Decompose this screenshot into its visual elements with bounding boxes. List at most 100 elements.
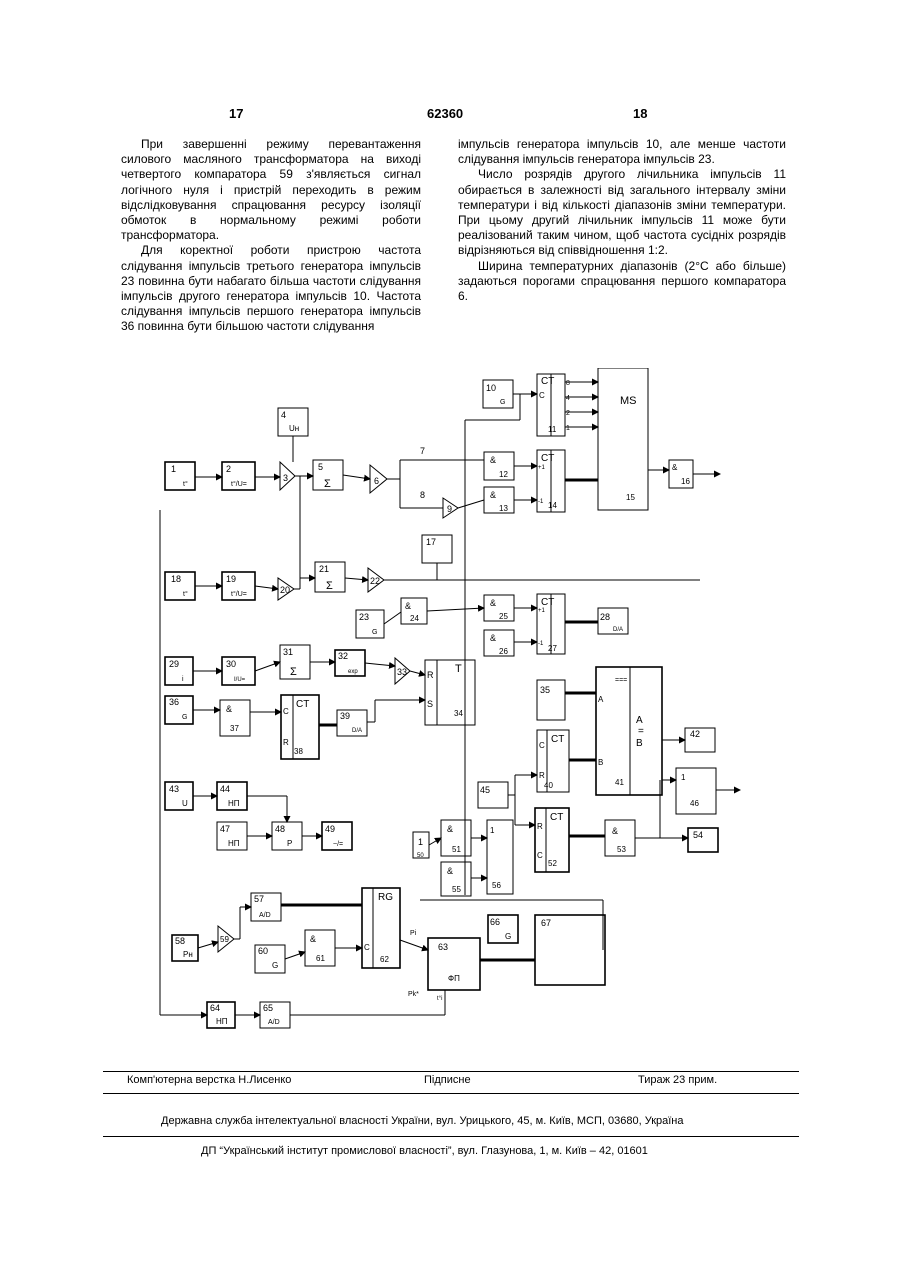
block-label: 9 xyxy=(447,504,452,514)
block-label: Uн xyxy=(289,424,299,433)
block-label: CT xyxy=(296,699,309,710)
block-label: 26 xyxy=(499,647,508,656)
block-label: R xyxy=(539,771,545,780)
block-label: 12 xyxy=(499,470,508,479)
block-label: 15 xyxy=(626,493,635,502)
block-label: S xyxy=(427,699,433,709)
block-label: 48 xyxy=(275,824,285,834)
block-label: Σ xyxy=(324,478,331,490)
page-number-right: 18 xyxy=(633,106,647,121)
block-label: НП xyxy=(228,799,240,808)
block-label: 50 xyxy=(417,853,424,859)
block-label: 27 xyxy=(548,644,557,653)
block-label: 1 xyxy=(566,425,570,432)
block-label: G xyxy=(505,932,511,941)
block-label: t°i xyxy=(437,996,442,1002)
block-label: 22 xyxy=(370,576,380,586)
block-label: 61 xyxy=(316,954,325,963)
block-label: 5 xyxy=(318,462,323,472)
block-label: R xyxy=(427,670,434,680)
block-label: Pi xyxy=(410,930,417,937)
block-label: 1 xyxy=(171,464,176,474)
block-label: & xyxy=(447,824,453,834)
block-label: -1 xyxy=(538,641,544,647)
block-label: 63 xyxy=(438,942,448,952)
block-label: 34 xyxy=(454,709,463,718)
block-label: 44 xyxy=(220,784,230,794)
block-label: & xyxy=(490,490,496,500)
block-label: 41 xyxy=(615,778,624,787)
paragraph: При завершенні режиму перевантаження сил… xyxy=(121,137,421,243)
equals-sign: = xyxy=(638,726,644,737)
block-label: MS xyxy=(620,395,637,407)
block-label: D/A xyxy=(613,627,623,633)
block-label: & xyxy=(672,463,678,472)
block-label: Pk* xyxy=(408,991,419,998)
block-label: 16 xyxy=(681,477,690,486)
patent-number: 62360 xyxy=(427,106,463,121)
block-label: C xyxy=(539,391,545,400)
block-label: 62 xyxy=(380,955,389,964)
block-label: A/D xyxy=(259,912,271,919)
block-label: & xyxy=(310,934,316,944)
block-label: 30 xyxy=(226,659,236,669)
block-label: G xyxy=(182,714,187,721)
block-label: 65 xyxy=(263,1003,273,1013)
block-label: 40 xyxy=(544,781,553,790)
block-label: P xyxy=(287,839,292,848)
block-label: 47 xyxy=(220,824,230,834)
block-label: 39 xyxy=(340,711,350,721)
block-label: Σ xyxy=(326,580,333,592)
footer-rule xyxy=(103,1071,799,1072)
block-label: 10 xyxy=(486,383,496,393)
block-label: i xyxy=(182,676,184,683)
block-label: & xyxy=(490,633,496,643)
block-label: 35 xyxy=(540,685,550,695)
block-label: R xyxy=(537,822,543,831)
block-label: 66 xyxy=(490,917,500,927)
footer-office: Державна служба інтелектуальної власност… xyxy=(161,1115,684,1127)
block-label: CT xyxy=(541,453,554,464)
block-label: T xyxy=(455,663,462,675)
block-label: A/D xyxy=(268,1019,280,1026)
block-label: 14 xyxy=(548,501,557,510)
block-label: & xyxy=(612,826,618,836)
block-label: 4 xyxy=(281,410,286,420)
block-label: 46 xyxy=(690,799,699,808)
block-label: 31 xyxy=(283,647,293,657)
footer-institute: ДП “Український інститут промислової вла… xyxy=(201,1145,648,1157)
block-label: D/A xyxy=(352,728,362,734)
left-column: При завершенні режиму перевантаження сил… xyxy=(121,137,421,335)
block-label: 4 xyxy=(566,395,570,402)
block-label: 1 xyxy=(490,826,495,835)
block-label: & xyxy=(226,704,232,714)
page-number-left: 17 xyxy=(229,106,243,121)
block-label: U xyxy=(182,799,188,808)
block-label: A xyxy=(636,715,643,726)
block-label: G xyxy=(500,399,505,406)
block-label: CT xyxy=(551,734,564,745)
block-label: НП xyxy=(216,1017,228,1026)
block-label: 6 xyxy=(374,476,379,486)
block-label: 54 xyxy=(693,830,703,840)
block-label: & xyxy=(405,601,411,611)
block-label: 28 xyxy=(600,612,610,622)
block-label: 36 xyxy=(169,697,179,707)
block-label: 18 xyxy=(171,574,181,584)
paragraph: імпульсів генератора імпульсів 10, але м… xyxy=(458,137,786,167)
block-label: 25 xyxy=(499,612,508,621)
block-label: 23 xyxy=(359,612,369,622)
block-label: 67 xyxy=(541,918,551,928)
block-label: 11 xyxy=(548,425,557,434)
block-label: Pн xyxy=(183,950,193,959)
block-label: 19 xyxy=(226,574,236,584)
block-label: 2 xyxy=(226,464,231,474)
block-label: 52 xyxy=(548,859,557,868)
block-label: 58 xyxy=(175,936,185,946)
footer-layout: Комп'ютерна верстка Н.Лисенко xyxy=(127,1074,291,1086)
block-label: CT xyxy=(541,376,554,387)
block-label: 1 xyxy=(418,837,423,847)
footer-rule xyxy=(103,1093,799,1094)
block-label: 32 xyxy=(338,651,348,661)
block-label: 64 xyxy=(210,1003,220,1013)
